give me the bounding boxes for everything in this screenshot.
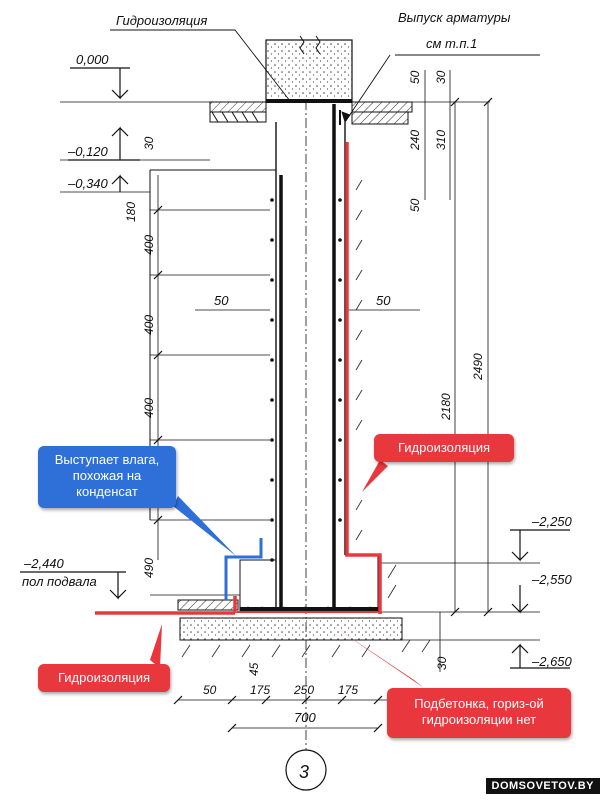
dim-2490: 2490 [471,353,485,381]
dim-310: 310 [434,130,448,150]
dim-700: 700 [294,710,316,725]
dim-50-wall-left: 50 [214,293,229,308]
slab-layers [209,101,413,125]
callout-waterproofing-right: Гидроизоляция [374,434,514,462]
elev-0120: –0,120 [67,144,109,159]
soil-hatch-right [355,179,431,653]
dim-400-b: 400 [142,315,156,335]
dim-50-right: 50 [408,198,422,212]
section-mark-circle [285,749,327,791]
section-mark-label: 3 [299,762,309,782]
elev-2650: –2,650 [531,654,573,669]
level-grid [60,101,540,641]
callout-pointers [150,460,424,688]
dim-490: 490 [142,558,156,578]
dim-30-bottom: 30 [435,656,449,670]
dim-50-bottom: 50 [203,683,217,697]
dim-2180: 2180 [439,393,453,421]
callout-waterproofing-left: Гидроизоляция [38,664,170,692]
dim-180: 180 [124,202,138,222]
elev-2440: –2,440 [23,556,65,571]
elev-2550: –2,550 [531,572,573,587]
dim-250: 250 [293,683,314,697]
dim-45: 45 [247,662,261,676]
foundation-wall [149,100,379,760]
rebar-outlet-sublabel: см т.п.1 [426,36,477,51]
dim-50-top: 50 [408,70,422,84]
rebar-outlet-label: Выпуск арматуры [398,10,511,25]
elev-0340: –0,340 [67,176,109,191]
red-waterproofing [95,142,382,615]
dim-400-a: 400 [142,235,156,255]
site-watermark: DOMSOVETOV.BY [485,778,600,794]
wall-block-above [265,35,353,103]
label-leaders [110,29,540,124]
elev-2250: –2,250 [531,514,573,529]
dim-400-c: 400 [142,398,156,418]
dim-50-wall-right: 50 [376,293,391,308]
dim-175-a: 175 [250,683,270,697]
top-waterproofing-label: Гидроизоляция [116,13,207,28]
blue-condensate-line [224,538,263,600]
elevation-markers [20,67,570,669]
dim-30-top: 30 [434,70,448,84]
dim-30-left: 30 [142,136,156,150]
callout-no-horizontal: Подбетонка, гориз-ой гидроизоляции нет [387,688,571,738]
dim-175-b: 175 [338,683,358,697]
floor-label: пол подвала [22,574,97,589]
dimension-lines [153,70,493,733]
dim-240: 240 [408,130,422,151]
elev-zero: 0,000 [76,52,109,67]
callout-condensate: Выступает влага, похожая на конденсат [38,446,176,508]
footing-base [177,599,403,658]
